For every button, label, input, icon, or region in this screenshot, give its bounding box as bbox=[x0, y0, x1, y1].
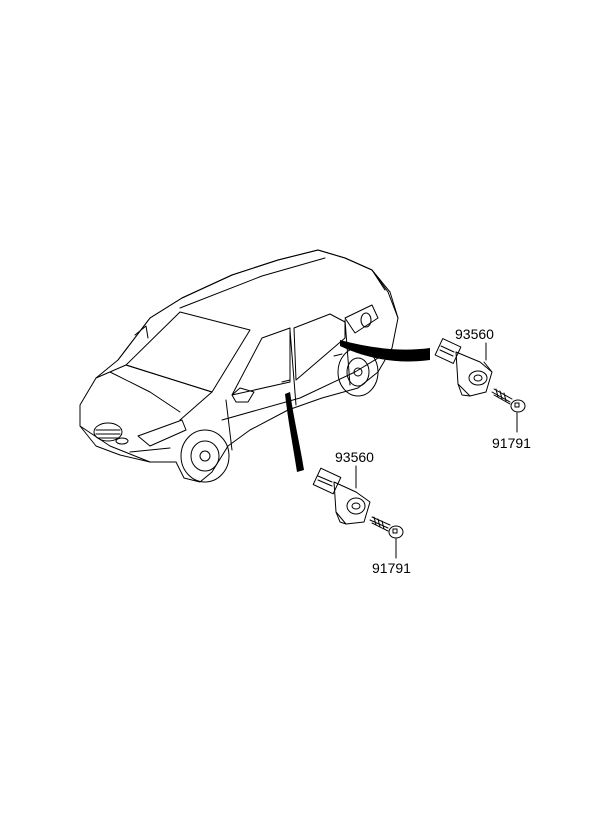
part-number-switch-rear: 93560 bbox=[455, 326, 494, 342]
part-number-switch-front: 93560 bbox=[335, 449, 374, 465]
callout-lines bbox=[355, 342, 518, 559]
leader-arrow-front bbox=[285, 392, 304, 472]
door-switch-rear bbox=[434, 338, 493, 397]
leader-arrows bbox=[285, 340, 430, 472]
part-number-screw-rear: 91791 bbox=[492, 435, 531, 451]
vehicle-illustration bbox=[79, 249, 399, 483]
leader-arrow-rear bbox=[340, 340, 430, 362]
screw-front bbox=[369, 516, 404, 539]
part-number-screw-front: 91791 bbox=[372, 560, 411, 576]
door-switch-front bbox=[312, 467, 371, 525]
screw-rear bbox=[491, 388, 526, 413]
